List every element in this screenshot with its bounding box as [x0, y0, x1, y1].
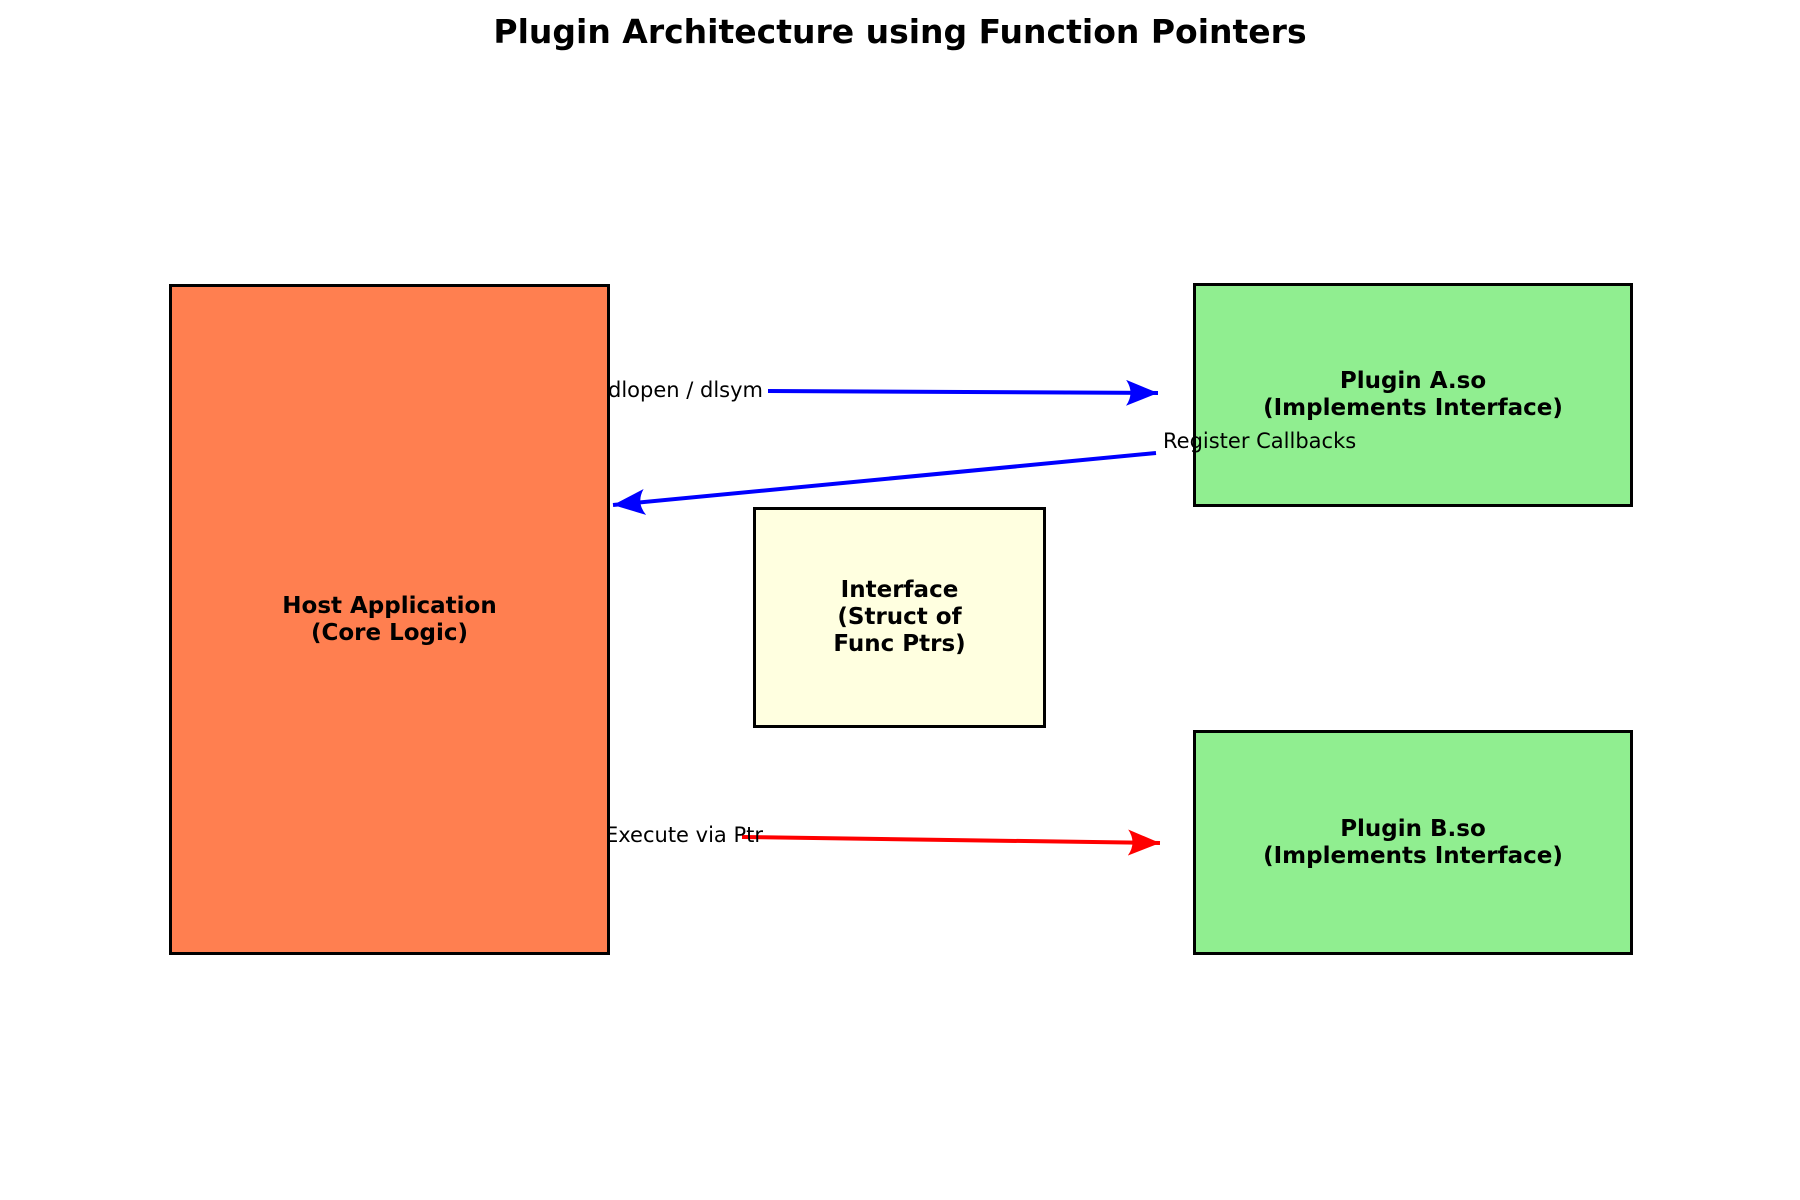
interface-label-line: Func Ptrs) — [833, 631, 966, 657]
plugin-a-label-line: (Implements Interface) — [1263, 395, 1563, 421]
plugin-b-node: Plugin B.so (Implements Interface) — [1193, 730, 1633, 955]
register-callbacks-arrow — [612, 451, 1157, 515]
host-application-node: Host Application (Core Logic) — [169, 284, 610, 955]
diagram-title: Plugin Architecture using Function Point… — [493, 12, 1307, 51]
dlopen-arrow — [767, 379, 1159, 406]
dlopen-arrow-label: dlopen / dlsym — [608, 378, 763, 402]
interface-label-line: (Struct of — [837, 604, 962, 630]
interface-label-line: Interface — [840, 577, 959, 603]
interface-node: Interface (Struct of Func Ptrs) — [753, 507, 1046, 728]
host-application-label-line: (Core Logic) — [310, 619, 469, 646]
plugin-a-label-line: Plugin A.so — [1339, 368, 1487, 394]
register-callbacks-arrow-label: Register Callbacks — [1163, 429, 1357, 453]
execute-via-ptr-arrow — [741, 829, 1161, 856]
plugin-b-label-line: Plugin B.so — [1340, 815, 1486, 842]
plugin-a-node: Plugin A.so (Implements Interface) — [1193, 283, 1633, 507]
plugin-b-label-line: (Implements Interface) — [1263, 842, 1563, 869]
host-application-label-line: Host Application — [282, 592, 497, 619]
execute-via-ptr-arrow-label: Execute via Ptr — [605, 823, 763, 847]
